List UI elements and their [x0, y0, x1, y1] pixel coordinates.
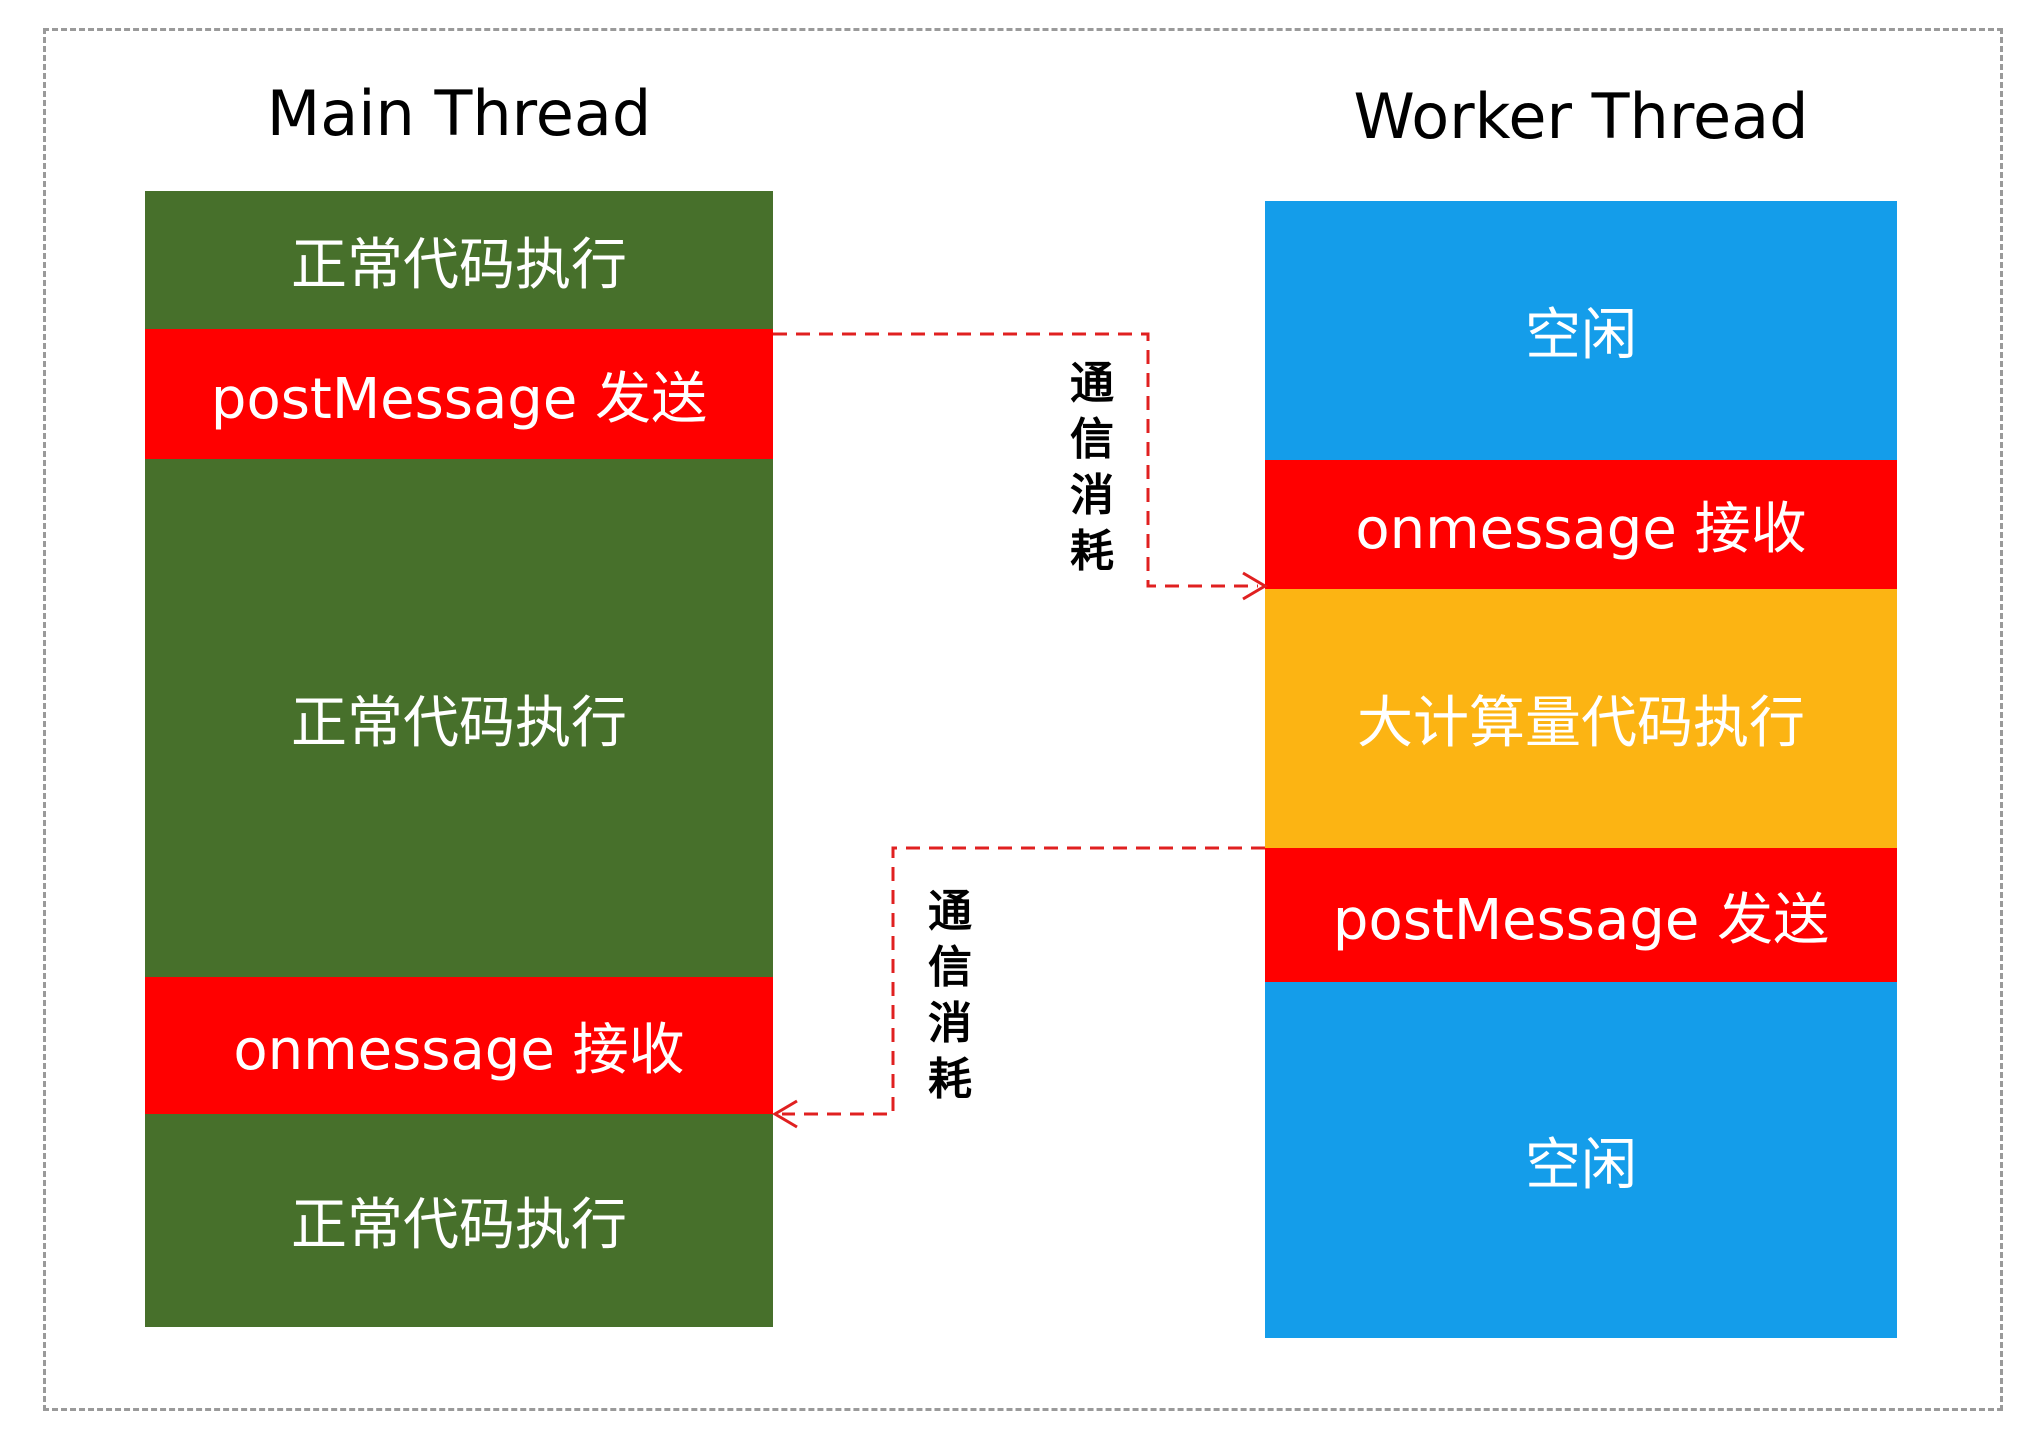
- main-block-normal-3: 正常代码执行: [145, 1114, 773, 1327]
- main-block-normal-2: 正常代码执行: [145, 459, 773, 977]
- worker-block-idle-2: 空闲: [1265, 982, 1897, 1338]
- comm-cost-label-1-char: 消: [1070, 470, 1114, 521]
- worker-block-onmessage-receive: onmessage 接收: [1265, 460, 1897, 589]
- connector-worker-to-main: [782, 846, 1265, 1116]
- comm-cost-label-2: 通 信 消 耗: [925, 884, 975, 1108]
- comm-cost-label-1-char: 信: [1070, 414, 1114, 465]
- comm-cost-label-2-char: 消: [928, 998, 972, 1049]
- main-block-postmessage-send: postMessage 发送: [145, 329, 773, 459]
- comm-cost-label-2-char: 信: [928, 942, 972, 993]
- main-thread-column: 正常代码执行 postMessage 发送 正常代码执行 onmessage 接…: [145, 191, 773, 1327]
- arrowhead-left-icon: [772, 1099, 798, 1129]
- main-block-normal-1: 正常代码执行: [145, 191, 773, 329]
- worker-block-heavy-compute: 大计算量代码执行: [1265, 589, 1897, 848]
- worker-thread-column: 空闲 onmessage 接收 大计算量代码执行 postMessage 发送 …: [1265, 201, 1897, 1338]
- comm-cost-label-2-char: 耗: [928, 1054, 972, 1105]
- worker-thread-title: Worker Thread: [1353, 80, 1809, 153]
- worker-block-postmessage-send: postMessage 发送: [1265, 848, 1897, 982]
- comm-cost-label-1-char: 耗: [1070, 526, 1114, 577]
- comm-cost-label-1: 通 信 消 耗: [1067, 356, 1117, 580]
- connector-main-to-worker: [773, 332, 1258, 588]
- worker-block-idle-1: 空闲: [1265, 201, 1897, 460]
- comm-cost-label-1-char: 通: [1070, 358, 1114, 409]
- comm-cost-label-2-char: 通: [928, 886, 972, 937]
- main-block-onmessage-receive: onmessage 接收: [145, 977, 773, 1114]
- main-thread-title: Main Thread: [266, 77, 652, 150]
- diagram-frame: [43, 28, 2003, 1411]
- arrowhead-right-icon: [1242, 571, 1268, 601]
